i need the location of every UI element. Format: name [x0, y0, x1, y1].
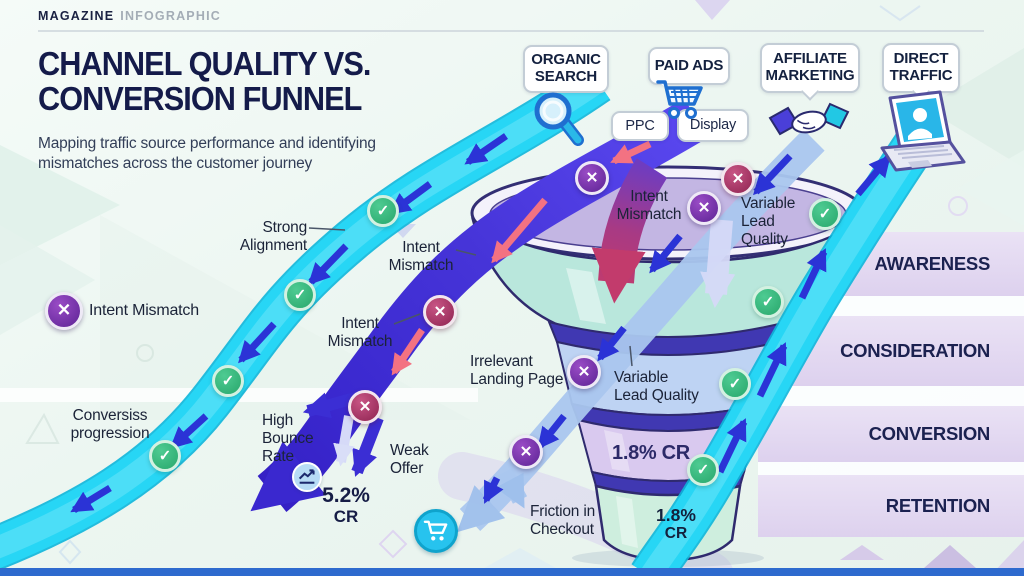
- mismatch-badge: ✕: [348, 390, 382, 424]
- label-weak-offer: Weak Offer: [390, 442, 429, 477]
- check-badge: ✓: [367, 195, 399, 227]
- header-rule: [38, 30, 984, 32]
- metric-value: 5.2%: [322, 484, 370, 507]
- label-friction-in-checkout: Friction in Checkout: [530, 503, 595, 538]
- label-intent-mismatch-b: Intent Mismatch: [327, 315, 393, 350]
- stage-label: RETENTION: [885, 495, 991, 516]
- check-badge: ✓: [149, 440, 181, 472]
- channel-affiliate-marketing: AFFILIATE MARKETING: [760, 43, 860, 101]
- magnifier-icon: [534, 92, 584, 146]
- label-intent-mismatch-funnel: Intent Mismatch: [616, 188, 682, 223]
- intent-mismatch-badge: ✕: [687, 191, 721, 225]
- check-badge: ✓: [752, 286, 784, 318]
- metric-unit: CR: [333, 507, 359, 527]
- bottom-accent-bar: [0, 568, 1024, 576]
- page-subtitle: Mapping traffic source performance and i…: [38, 135, 376, 173]
- metric-paid-cr: 5.2% CR: [314, 484, 378, 527]
- label-strong-alignment: Strong Alignment: [239, 219, 307, 254]
- stage-label: CONVERSION: [868, 423, 991, 444]
- metric-conversion-cr: 1.8% CR: [612, 442, 690, 464]
- label-irrelevant-landing-page: Irrelevant Landing Page: [470, 353, 564, 388]
- label-conversion-progression: Conversiss progression: [70, 407, 150, 442]
- stage-band-retention: RETENTION: [758, 475, 1024, 537]
- cart-icon: [656, 80, 703, 119]
- tag-display: Display: [677, 109, 749, 142]
- channel-paid-ads: PAID ADS: [648, 47, 730, 85]
- channel-direct-traffic: DIRECT TRAFFIC: [882, 43, 960, 101]
- channel-organic-search: ORGANIC SEARCH: [523, 45, 609, 93]
- stage-label: CONSIDERATION: [840, 340, 990, 361]
- laptop-icon: [880, 90, 966, 172]
- kicker: MAGAZINE INFOGRAPHIC: [38, 9, 221, 23]
- tag-ppc: PPC: [611, 111, 669, 141]
- intent-mismatch-badge: ✕: [575, 161, 609, 195]
- stage-band-conversion: CONVERSION: [758, 406, 1024, 462]
- weak-offer-arrow: [351, 415, 384, 477]
- label-variable-lead-quality-mid: Variable Lead Quality: [614, 369, 699, 404]
- page-title: CHANNEL QUALITY VS. CONVERSION FUNNEL: [38, 45, 371, 118]
- intent-mismatch-plunge-arrow: [591, 158, 668, 304]
- affiliate-stream: [456, 129, 825, 533]
- legend-mismatch-icon: ✕: [45, 292, 83, 330]
- handshake-icon: [768, 102, 850, 136]
- flow-arrows: [70, 133, 891, 513]
- variable-quality-drop-arrow: [700, 219, 736, 309]
- stage-gap: [758, 462, 1024, 475]
- metric-value: 1.8%: [656, 505, 696, 525]
- check-badge: ✓: [212, 365, 244, 397]
- trend-chart-icon: [292, 462, 322, 492]
- check-badge: ✓: [719, 368, 751, 400]
- label-intent-mismatch-a: Intent Mismatch: [388, 239, 454, 274]
- stage-gap: [758, 386, 1024, 406]
- metric-retention-cr: 1.8% CR: [650, 505, 702, 543]
- label-high-bounce-rate: High Bounce Rate: [262, 412, 314, 465]
- mismatch-badge: ✕: [721, 162, 755, 196]
- stage-label: AWARENESS: [874, 253, 990, 274]
- mismatch-badge: ✕: [423, 295, 457, 329]
- legend-label: Intent Mismatch: [89, 302, 199, 319]
- check-badge: ✓: [284, 279, 316, 311]
- checkout-cart-icon: [414, 509, 458, 553]
- check-badge: ✓: [687, 454, 719, 486]
- infographic-label: INFOGRAPHIC: [120, 9, 221, 23]
- intent-mismatch-badge: ✕: [567, 355, 601, 389]
- label-variable-lead-quality-top: Variable Lead Quality: [741, 195, 796, 248]
- pale-drop-arrow: [333, 415, 355, 467]
- intent-mismatch-badge: ✕: [509, 435, 543, 469]
- metric-unit: CR: [664, 525, 688, 543]
- magazine-label: MAGAZINE: [38, 9, 115, 23]
- leader-lines: [308, 227, 633, 367]
- check-badge: ✓: [809, 198, 841, 230]
